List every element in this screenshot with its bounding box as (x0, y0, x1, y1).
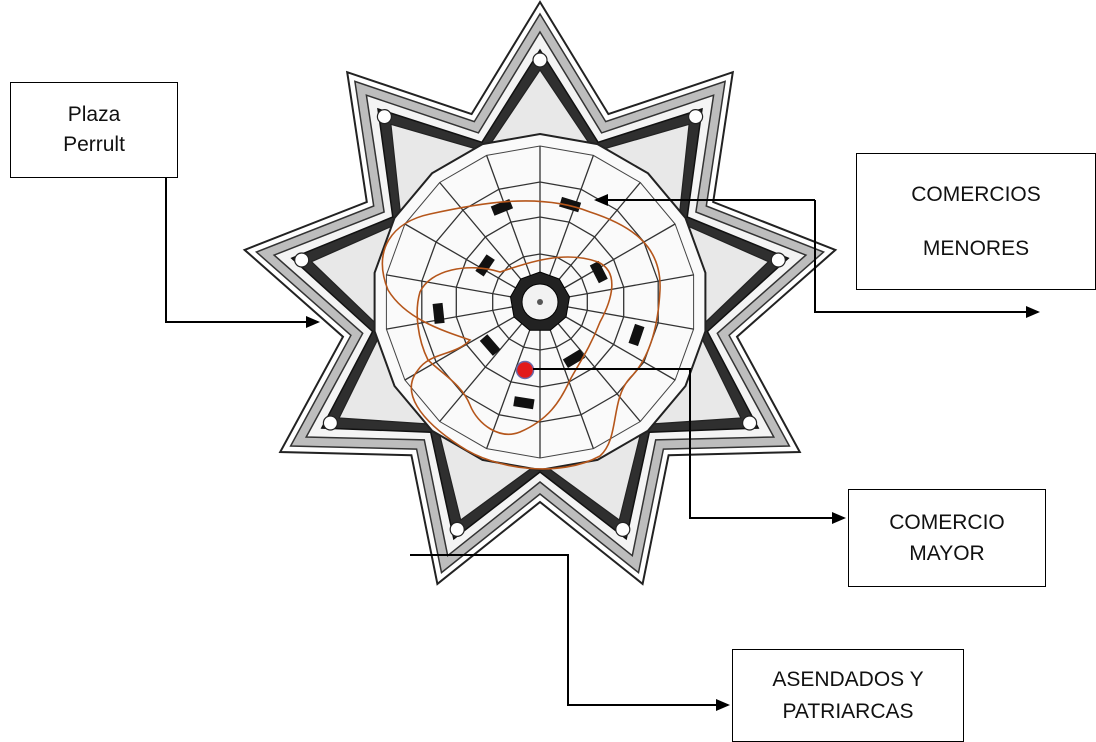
comercio-mayor-marker-icon (515, 360, 535, 380)
radial-street (567, 306, 694, 330)
asendados-patriarcas-label-box: ASENDADOS Y PATRIARCAS (732, 649, 964, 742)
mayor-label-line2: MAYOR (909, 542, 985, 565)
asendados-connector-line (410, 554, 730, 711)
connectors (165, 178, 1040, 711)
bastion-tip (615, 521, 631, 538)
bastion-tip (376, 108, 392, 125)
building-block (562, 349, 586, 369)
bastion-tip (770, 252, 786, 268)
comercios-menores-label-box: COMERCIOS MENORES (856, 153, 1096, 290)
radial-street (567, 274, 694, 298)
building-block (513, 396, 535, 410)
bastion-tip (294, 252, 310, 268)
plaza-label-line1: Plaza (67, 102, 121, 126)
mayor-connector-line (533, 368, 846, 524)
radial-street (439, 182, 523, 282)
menores-label-line1: COMERCIOS (911, 183, 1041, 206)
radial-street (386, 306, 513, 330)
plaza-connector-line (165, 178, 320, 328)
radial-street (485, 155, 532, 276)
radial-street (439, 322, 523, 422)
bastion-tip (449, 521, 465, 538)
radial-street (557, 322, 641, 422)
building-block (475, 254, 495, 277)
bastion-tip (741, 415, 758, 431)
outer-zone-outline (381, 200, 661, 470)
radial-street (548, 328, 595, 449)
radial-street (386, 274, 513, 298)
radial-street (563, 223, 676, 289)
central-monument (537, 299, 543, 305)
plaza-label-line2: Perrult (63, 133, 125, 156)
radial-street (404, 223, 517, 289)
zone-outlines (381, 200, 661, 470)
building-block (432, 302, 445, 324)
radial-street (548, 155, 595, 276)
bastion-tip (687, 108, 704, 125)
building-block (628, 323, 645, 347)
menores-connector-vertical (814, 200, 1040, 318)
inner-zone-outline (416, 256, 613, 435)
star-fortress-map-icon (242, 0, 838, 586)
menores-label-line2: MENORES (922, 236, 1030, 260)
bastion-tip (532, 52, 548, 68)
building-block (589, 260, 608, 284)
comercio-mayor-label-box: COMERCIO MAYOR (848, 489, 1046, 587)
mayor-label-line1: COMERCIO (889, 510, 1005, 534)
asendados-label-line2: PATRIARCAS (782, 699, 914, 723)
bastion-tip (322, 415, 338, 431)
radial-street (557, 182, 641, 282)
building-block (479, 334, 501, 356)
asendados-label-line1: ASENDADOS Y (772, 668, 924, 691)
building-block (559, 196, 582, 213)
plaza-perrult-label-box: Plaza Perrult (10, 82, 178, 178)
building-block (490, 199, 514, 216)
radial-street (485, 328, 532, 449)
